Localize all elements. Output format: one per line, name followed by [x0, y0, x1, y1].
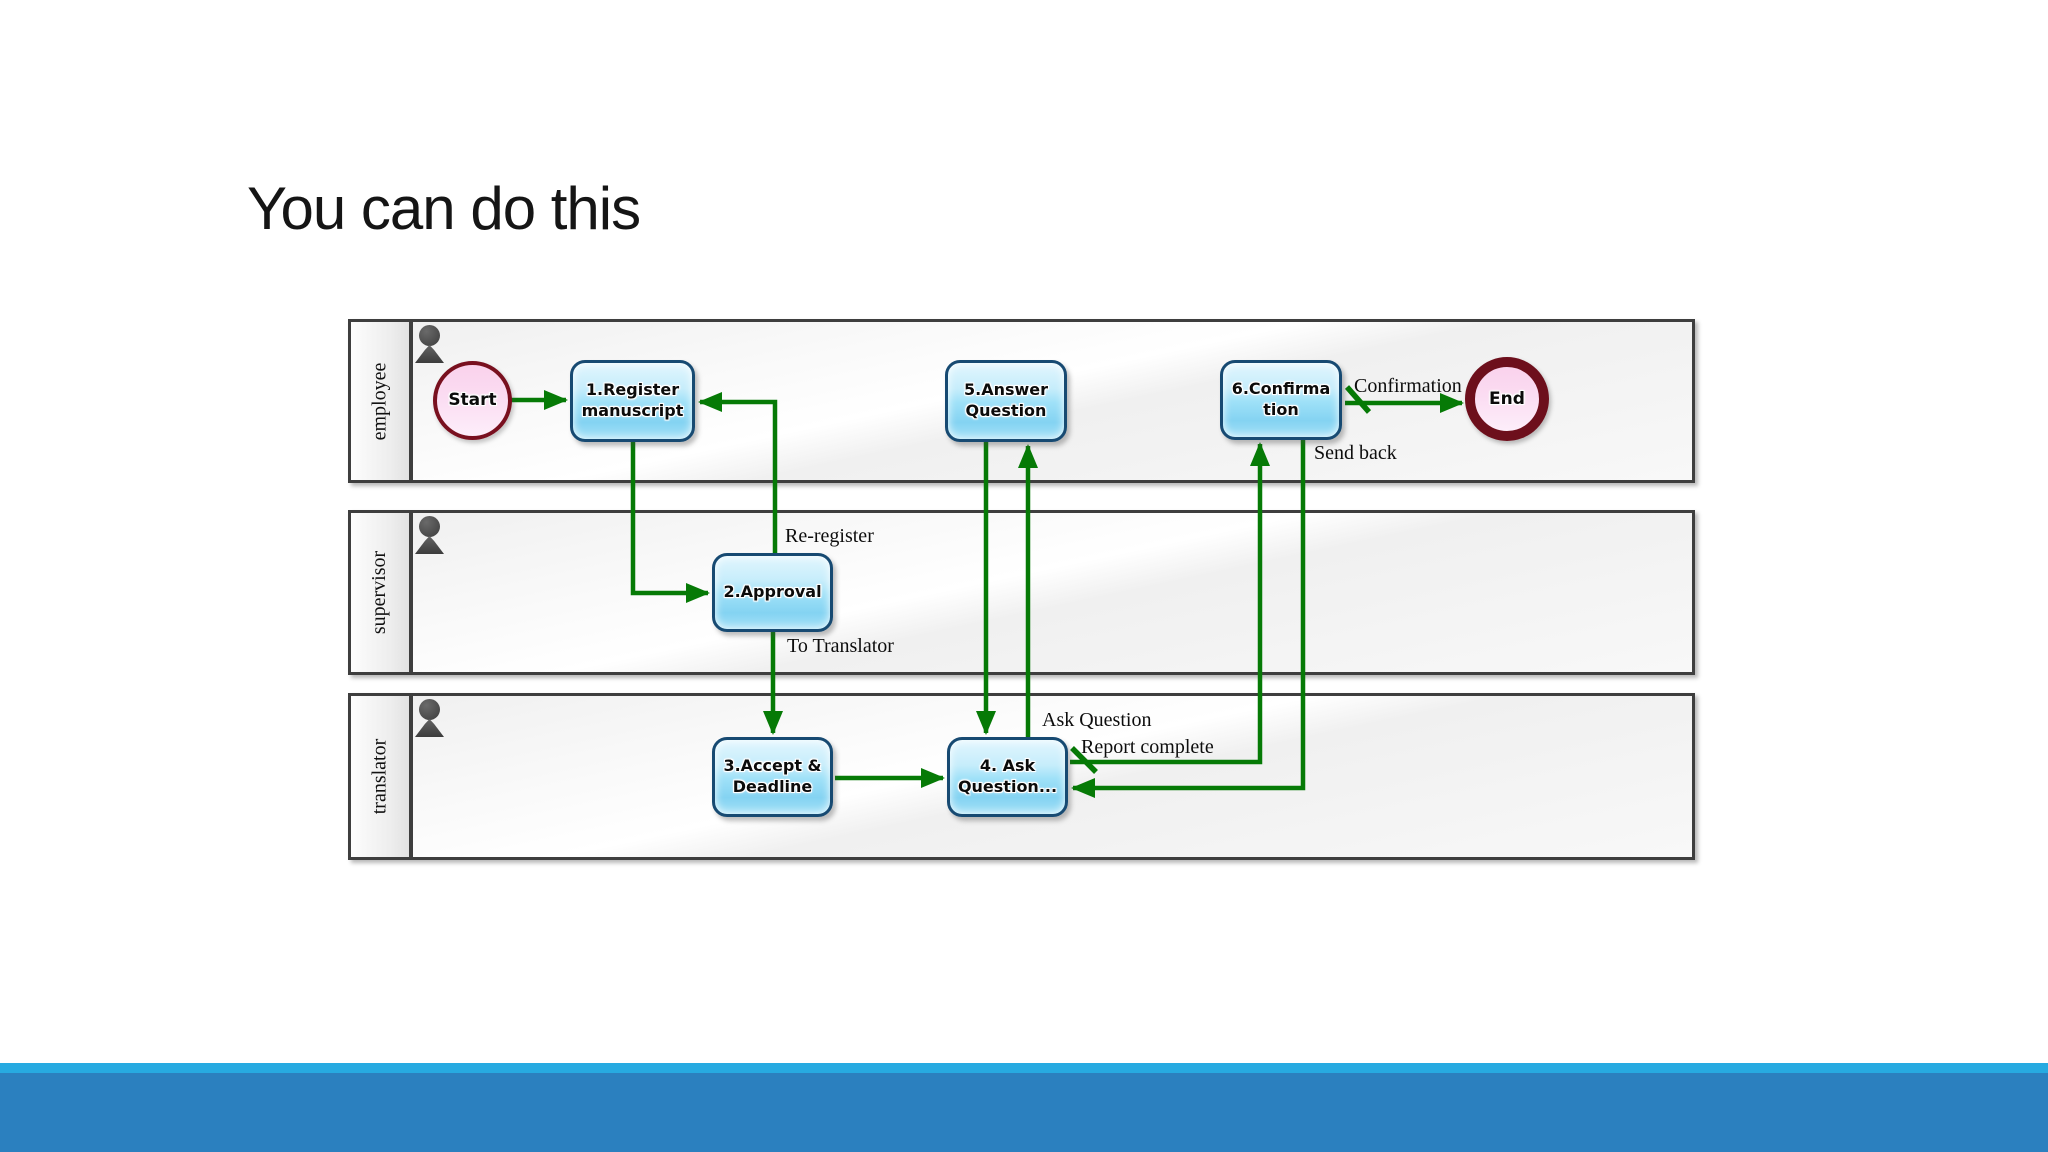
task-2-approval: 2.Approval	[712, 553, 833, 632]
task-4-label: 4. Ask Question...	[957, 756, 1058, 796]
sequence-flows	[511, 385, 1464, 798]
task-3-accept-deadline: 3.Accept & Deadline	[712, 737, 833, 817]
task-5-answer-question: 5.Answer Question	[945, 360, 1067, 442]
task-1-label: 1.Register manuscript	[581, 380, 684, 420]
flow-label-send-back: Send back	[1314, 442, 1397, 464]
flow-task6-to-task4-send-back	[1071, 440, 1306, 798]
flow-label-re-register: Re-register	[785, 525, 874, 547]
end-event: End	[1465, 357, 1549, 441]
flow-label-to-translator: To Translator	[787, 635, 894, 657]
end-event-label: End	[1489, 388, 1525, 409]
task-5-label: 5.Answer Question	[963, 380, 1049, 420]
accent-bar-dark	[0, 1073, 2048, 1152]
person-icon	[415, 325, 445, 365]
flow-label-ask-question: Ask Question	[1042, 709, 1152, 731]
lane-employee-label-col: employee	[351, 322, 413, 480]
task-2-label: 2.Approval	[723, 582, 822, 602]
accent-bar-light	[0, 1063, 2048, 1073]
bpmn-diagram: employee supervisor translator Re-regist…	[348, 319, 1695, 860]
lane-translator-label-col: translator	[351, 696, 413, 857]
slide-title: You can do this	[247, 175, 641, 242]
task-6-label: 6.Confirma tion	[1231, 379, 1331, 419]
task-4-ask-question: 4. Ask Question...	[947, 737, 1068, 817]
task-3-label: 3.Accept & Deadline	[723, 756, 822, 796]
flow-task1-to-task2	[630, 442, 710, 603]
start-event-label: Start	[448, 390, 497, 411]
flow-label-confirmation: Confirmation	[1354, 375, 1462, 397]
conditional-slash-marker	[1070, 746, 1098, 774]
person-icon	[415, 699, 445, 739]
task-6-confirmation: 6.Confirma tion	[1220, 360, 1342, 440]
person-icon	[415, 516, 445, 556]
flow-label-report-complete: Report complete	[1081, 736, 1214, 758]
flow-task4-to-task6-report-complete	[1070, 442, 1270, 765]
conditional-slash-marker	[1344, 385, 1372, 414]
task-1-register-manuscript: 1.Register manuscript	[570, 360, 695, 442]
lane-supervisor-label-col: supervisor	[351, 513, 413, 672]
flow-task2-to-task1-re-register	[698, 392, 778, 553]
start-event: Start	[433, 361, 512, 440]
lane-supervisor: supervisor	[348, 510, 1695, 675]
